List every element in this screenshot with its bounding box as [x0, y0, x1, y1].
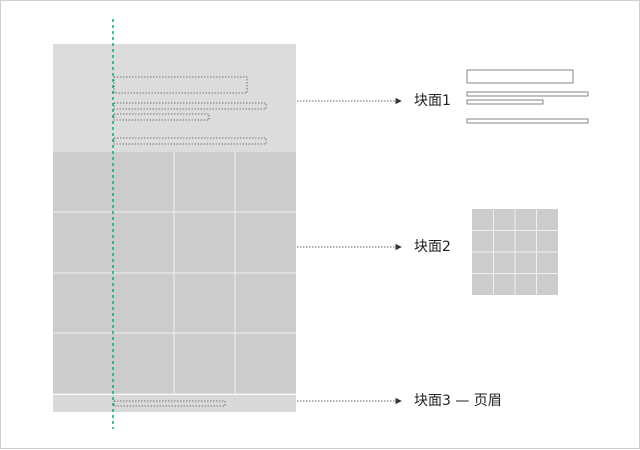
header-text-line: [113, 137, 267, 145]
header-text-line: [113, 113, 210, 121]
text-block-icon: [466, 69, 589, 124]
text-block-icon-line: [466, 91, 589, 97]
footer-block: [53, 395, 296, 412]
text-block-icon-line: [466, 118, 589, 124]
header-block: [53, 44, 296, 152]
text-block-icon-line: [466, 99, 544, 105]
block2-label: 块面2: [414, 239, 451, 255]
text-block-icon-title: [466, 69, 574, 84]
header-title-placeholder: [113, 76, 248, 94]
grid-block-icon: [472, 209, 558, 295]
grid-lines: [53, 152, 296, 395]
block1-label: 块面1: [414, 93, 451, 109]
footer-text-line: [113, 400, 226, 407]
block3-label: 块面3 — 页眉: [414, 393, 502, 409]
header-text-line: [113, 102, 267, 110]
